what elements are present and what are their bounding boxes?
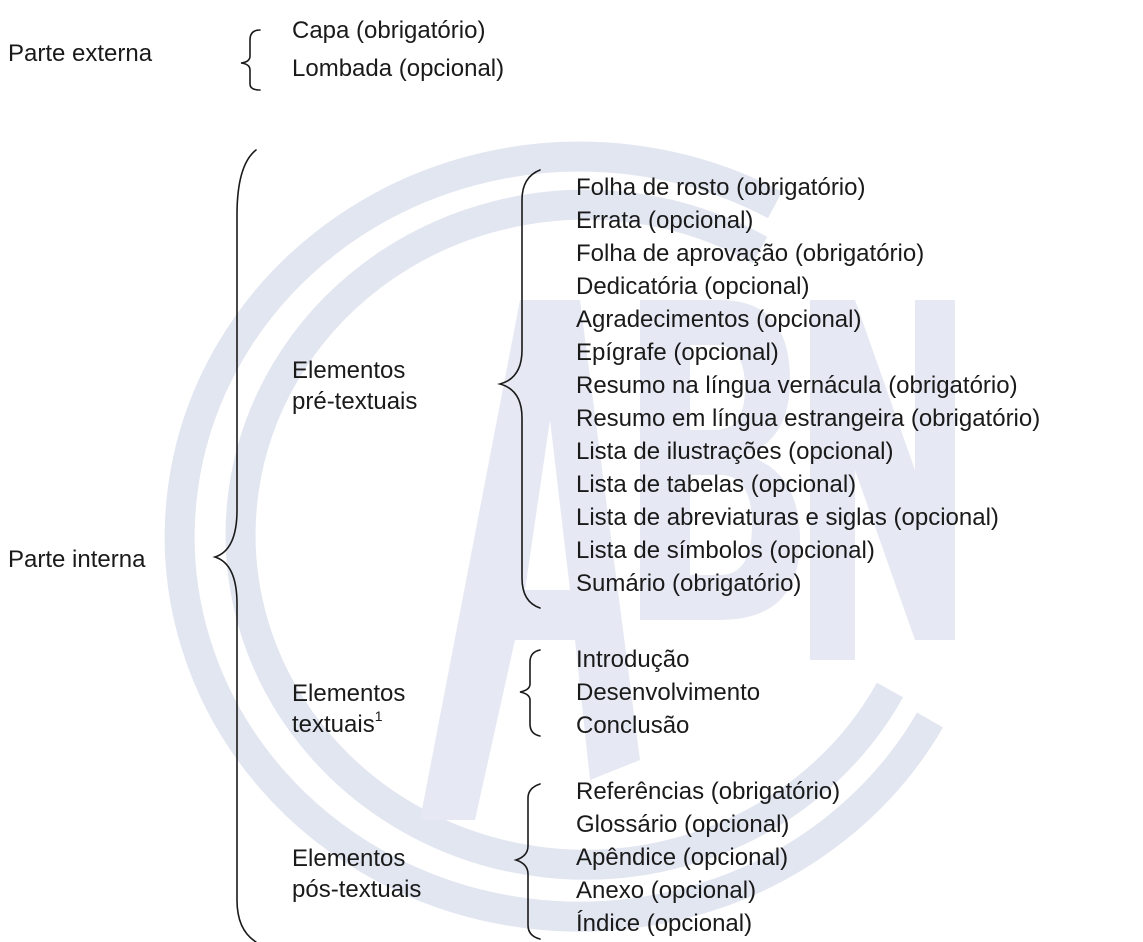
pos-textual-item: Anexo (opcional) (576, 877, 757, 904)
pre-textual-item: Lista de abreviaturas e siglas (opcional… (576, 504, 999, 531)
label-textuais-line1: Elementos (292, 680, 406, 707)
label-pre-textuais-line1: Elementos (292, 357, 406, 384)
pre-textual-item: Lista de símbolos (opcional) (576, 537, 875, 564)
brace-textuais (519, 649, 541, 737)
brace-parte-externa (240, 29, 261, 91)
pre-textual-item: Lista de tabelas (opcional) (576, 471, 857, 498)
pre-textual-item: Resumo na língua vernácula (obrigatório) (576, 372, 1018, 399)
label-elementos-pos-textuais: Elementos pós-textuais (292, 843, 421, 905)
textual-item: Introdução (576, 646, 690, 673)
pos-textual-item: Glossário (opcional) (576, 811, 790, 838)
label-elementos-textuais: Elementos textuais1 (292, 678, 405, 740)
pos-textual-item: Apêndice (opcional) (576, 844, 789, 871)
pre-textual-item: Dedicatória (opcional) (576, 273, 810, 300)
textual-item: Desenvolvimento (576, 679, 761, 706)
brace-parte-interna (212, 149, 257, 942)
pre-textual-item: Epígrafe (opcional) (576, 339, 779, 366)
pre-textual-item: Folha de rosto (obrigatório) (576, 174, 866, 201)
textual-item: Conclusão (576, 712, 690, 739)
pre-textual-item: Sumário (obrigatório) (576, 570, 802, 597)
label-parte-interna: Parte interna (8, 546, 146, 573)
label-parte-externa: Parte externa (8, 40, 153, 67)
label-pos-textuais-line1: Elementos (292, 845, 406, 872)
pre-textual-item: Errata (opcional) (576, 207, 754, 234)
footnote-marker: 1 (374, 708, 383, 724)
item-capa: Capa (obrigatório) (292, 17, 486, 44)
label-textuais-text: textuais (292, 711, 375, 738)
pre-textual-item: Folha de aprovação (obrigatório) (576, 240, 925, 267)
brace-pre-textuais (496, 169, 541, 609)
item-lombada: Lombada (opcional) (292, 55, 505, 82)
label-textuais-line2: textuais1 (292, 709, 405, 740)
label-elementos-pre-textuais: Elementos pré-textuais (292, 355, 417, 417)
label-pos-textuais-line2: pós-textuais (292, 876, 422, 903)
pos-textual-item: Referências (obrigatório) (576, 778, 841, 805)
pos-textual-item: Índice (opcional) (576, 910, 753, 937)
pre-textual-item: Resumo em língua estrangeira (obrigatóri… (576, 405, 1041, 432)
label-pre-textuais-line2: pré-textuais (292, 388, 418, 415)
pre-textual-item: Agradecimentos (opcional) (576, 306, 862, 333)
pre-textual-item: Lista de ilustrações (opcional) (576, 438, 894, 465)
brace-pos-textuais (513, 783, 541, 940)
